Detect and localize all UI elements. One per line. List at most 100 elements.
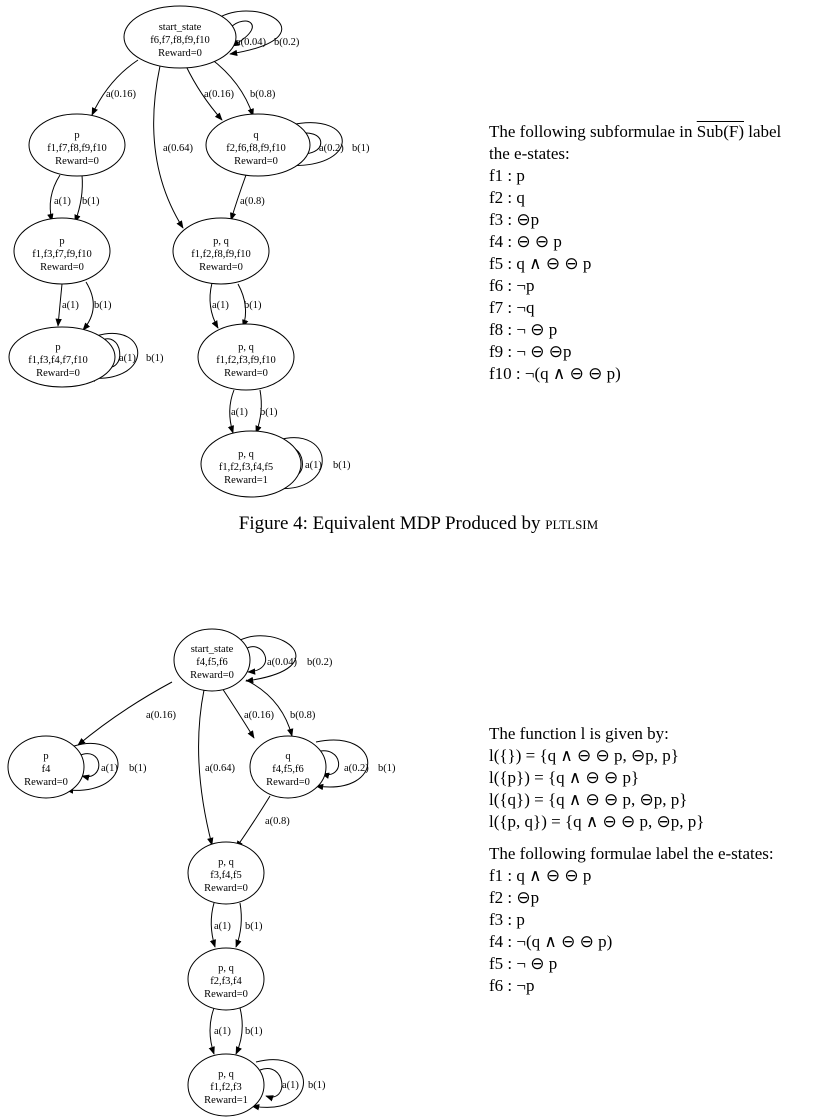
edge-label-d1_e18: a(1) — [231, 407, 248, 418]
legend2-item-f4: f4 : ¬(q ∧ ⊖ ⊖ p) — [489, 932, 613, 951]
edge-d1_e6 — [153, 65, 184, 229]
node-d2_q-line0: q — [285, 751, 291, 762]
edge-label-d1_e4: a(0.16) — [204, 89, 235, 100]
edge-label-d2_e2: b(0.2) — [307, 657, 333, 668]
edge-label-d2_e9: a(0.2) — [344, 763, 369, 774]
edge-label-d2_e15: b(1) — [245, 1026, 263, 1037]
edge-label-d1_e15: b(1) — [146, 353, 164, 364]
figure-caption: Figure 4: Equivalent MDP Produced by plt… — [0, 513, 837, 535]
node-d1_pq3-line1: f1,f2,f3,f4,f5 — [219, 462, 273, 473]
edge-label-d1_e7: a(0.2) — [319, 143, 344, 154]
node-d2_pq1-line2: Reward=0 — [204, 883, 248, 894]
edge-label-d1_e1: a(0.04) — [236, 37, 267, 48]
edge-label-d2_e8: b(1) — [129, 763, 147, 774]
edge-d2_e1 — [243, 646, 267, 675]
node-d1_s — [123, 5, 237, 69]
edge-label-d1_e13: b(1) — [94, 300, 112, 311]
node-d2_s-line1: f4,f5,f6 — [196, 657, 228, 668]
edge-label-d1_e2: b(0.2) — [274, 37, 300, 48]
edge-d2_e7 — [77, 753, 100, 781]
node-d1_q-line0: q — [253, 130, 259, 141]
node-d2_pq3-line2: Reward=1 — [204, 1095, 248, 1106]
legend-labelling: The function l is given by: l({}) = {q ∧… — [489, 723, 774, 997]
node-d2_s — [173, 628, 251, 692]
edge-label-d1_e14: a(1) — [119, 353, 136, 364]
edge-label-d1_e5: b(0.8) — [250, 89, 276, 100]
edge-label-d1_e10: b(1) — [82, 196, 100, 207]
edge-label-d1_e6: a(0.64) — [163, 143, 194, 154]
edge-label-d1_e9: a(1) — [54, 196, 71, 207]
node-d1_pq3-line2: Reward=1 — [224, 475, 268, 486]
node-d1_pq2-line2: Reward=0 — [224, 368, 268, 379]
node-d2_pq1-line1: f3,f4,f5 — [210, 870, 242, 881]
node-d2_pq3 — [187, 1053, 265, 1117]
node-d1_pq2-line0: p, q — [238, 342, 255, 353]
node-d2_q — [249, 735, 327, 799]
edge-label-d2_e11: a(0.8) — [265, 816, 290, 827]
edge-d2_e5 — [245, 679, 294, 737]
node-d2_p-line0: p — [43, 751, 48, 762]
edge-label-d1_e17: b(1) — [244, 300, 262, 311]
node-d2_p — [7, 735, 85, 799]
node-d1_p2-line0: p — [59, 236, 64, 247]
edge-d1_e19 — [255, 389, 262, 434]
edge-d1_e1 — [229, 20, 253, 47]
node-d2_pq2-line0: p, q — [218, 963, 235, 974]
legend-intro-overline: Sub(F) — [696, 122, 744, 141]
edge-d1_e18 — [227, 389, 235, 434]
node-d2_q-line1: f4,f5,f6 — [272, 764, 304, 775]
node-d2_s-line2: Reward=0 — [190, 670, 234, 681]
node-d2_p-line2: Reward=0 — [24, 777, 68, 788]
node-d1_pq1 — [172, 217, 270, 285]
edge-label-d1_e8: b(1) — [352, 143, 370, 154]
edge-label-d1_e3: a(0.16) — [106, 89, 137, 100]
node-d1_p-line1: f1,f7,f8,f9,f10 — [47, 143, 106, 154]
edge-d1_e13 — [82, 281, 94, 331]
node-d1_s-line2: Reward=0 — [158, 48, 202, 59]
edge-label-d2_e17: b(1) — [308, 1080, 326, 1091]
edge-label-d2_e12: a(1) — [214, 921, 231, 932]
edge-label-d2_e3: a(0.16) — [146, 710, 177, 721]
edge-label-d2_e7: a(1) — [101, 763, 118, 774]
legend-item-f7: f7 : ¬q — [489, 298, 535, 317]
node-d1_s-line0: start_state — [159, 22, 202, 33]
legend-item-f3: f3 : ⊖p — [489, 210, 540, 229]
legend-intro-line2: the e-states: — [489, 144, 570, 163]
edge-d2_e14 — [208, 1007, 215, 1055]
edge-d2_e17 — [251, 1059, 304, 1111]
edge-d1_e12 — [55, 283, 63, 327]
edge-d2_e13 — [235, 902, 242, 948]
edge-d2_e4 — [221, 687, 255, 739]
edge-label-d2_e10: b(1) — [378, 763, 396, 774]
edge-label-d2_e14: a(1) — [214, 1026, 231, 1037]
legend-subformulae: The following subformulae in Sub(F) labe… — [489, 121, 781, 385]
node-d1_pq3 — [200, 430, 302, 498]
edge-d2_e16 — [259, 1068, 283, 1102]
edge-d2_e12 — [209, 902, 216, 948]
node-d2_pq1 — [187, 841, 265, 905]
edge-d1_e5 — [209, 57, 254, 117]
node-d1_p3 — [8, 326, 116, 388]
edge-d1_e11 — [230, 174, 247, 221]
node-d2_pq1-line0: p, q — [218, 857, 235, 868]
legend-item-f8: f8 : ¬ ⊖ p — [489, 320, 558, 339]
edge-d1_e15 — [87, 333, 139, 382]
node-d1_p3-line2: Reward=0 — [36, 368, 80, 379]
edge-label-d1_e19: b(1) — [260, 407, 278, 418]
edge-label-d1_e12: a(1) — [62, 300, 79, 311]
edge-label-d2_e5: b(0.8) — [290, 710, 316, 721]
node-d1_p-line0: p — [74, 130, 79, 141]
edge-d1_e21 — [271, 437, 323, 493]
node-d1_pq1-line2: Reward=0 — [199, 262, 243, 273]
edge-d1_e4 — [185, 65, 223, 121]
legend-item-f6: f6 : ¬p — [489, 276, 535, 295]
edge-label-d2_e1: a(0.04) — [267, 657, 298, 668]
edge-label-d2_e6: a(0.64) — [205, 763, 236, 774]
legend-l-title: The function l is given by: — [489, 724, 669, 743]
legend2-item-f3: f3 : p — [489, 910, 525, 929]
node-d2_q-line2: Reward=0 — [266, 777, 310, 788]
legend2-item-f5: f5 : ¬ ⊖ p — [489, 954, 558, 973]
legend2-item-f1: f1 : q ∧ ⊖ ⊖ p — [489, 866, 592, 885]
edge-d2_e8 — [65, 743, 119, 794]
